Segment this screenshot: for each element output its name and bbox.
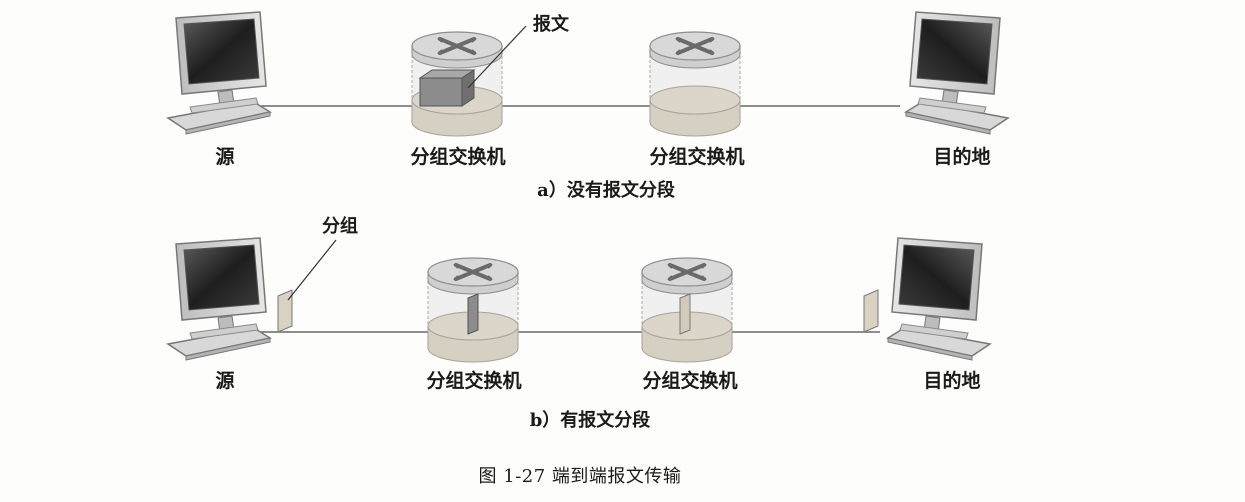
switch-label: 分组交换机 bbox=[426, 370, 522, 392]
destination-label: 目的地 bbox=[933, 146, 991, 168]
packet-icon bbox=[277, 289, 293, 333]
source-label: 源 bbox=[215, 146, 235, 168]
switch-icon bbox=[648, 30, 742, 138]
packet-icon bbox=[863, 289, 879, 333]
message-annotation: 报文 bbox=[533, 14, 569, 35]
source-computer-icon bbox=[167, 237, 271, 361]
destination-computer-icon bbox=[905, 11, 1009, 135]
source-label: 源 bbox=[215, 370, 235, 392]
packet-leader-line bbox=[287, 239, 337, 301]
message-leader-line bbox=[467, 25, 527, 89]
destination-label: 目的地 bbox=[923, 370, 981, 392]
caption-a: a）没有报文分段 bbox=[537, 180, 675, 201]
packet-icon bbox=[679, 293, 691, 335]
destination-computer-icon bbox=[887, 237, 991, 361]
packet-icon bbox=[467, 293, 479, 335]
figure-caption: 图 1-27 端到端报文传输 bbox=[478, 466, 682, 487]
caption-b: b）有报文分段 bbox=[529, 410, 651, 431]
switch-label: 分组交换机 bbox=[410, 146, 506, 168]
message-block-icon bbox=[418, 69, 476, 107]
switch-label: 分组交换机 bbox=[642, 370, 738, 392]
switch-label: 分组交换机 bbox=[649, 146, 745, 168]
packet-annotation: 分组 bbox=[322, 216, 358, 237]
source-computer-icon bbox=[167, 11, 271, 135]
